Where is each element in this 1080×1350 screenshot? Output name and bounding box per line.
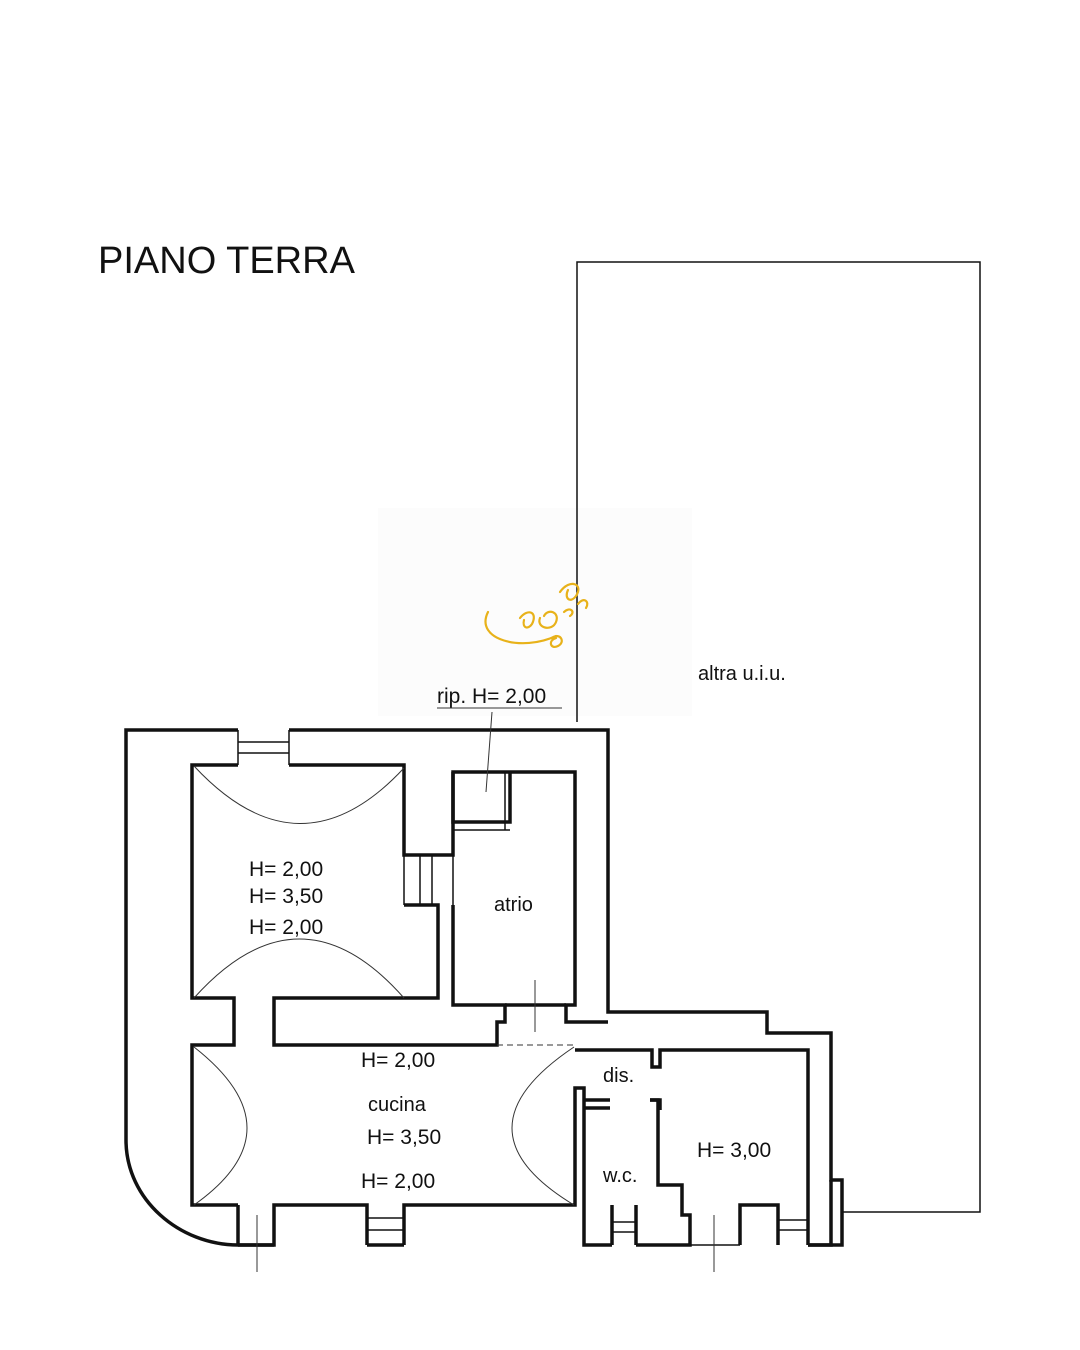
- plan-title: PIANO TERRA: [98, 240, 356, 282]
- annotation-lines: [256, 707, 715, 1272]
- kitchen-top-height: H= 2,00: [361, 1049, 435, 1072]
- neighbor-unit-label: altra u.i.u.: [698, 663, 786, 685]
- right-room-height: H= 3,00: [697, 1139, 771, 1162]
- door-swings: [193, 765, 575, 1206]
- kitchen-mid-height: H= 3,50: [367, 1126, 441, 1149]
- atrium-label: atrio: [494, 894, 533, 916]
- bedroom-height-3: H= 2,00: [249, 916, 323, 939]
- neighbor-unit-outline: [576, 261, 981, 1213]
- wc-label: w.c.: [602, 1165, 637, 1187]
- kitchen-label: cucina: [368, 1094, 427, 1116]
- bedroom-height-2: H= 3,50: [249, 885, 323, 908]
- internal-walls: [272, 771, 833, 1247]
- kitchen-bottom-height: H= 2,00: [361, 1170, 435, 1193]
- scan-patch: [378, 508, 692, 716]
- storage-label: rip. H= 2,00: [437, 685, 546, 708]
- signature-mark: [484, 582, 589, 648]
- bedroom-height-1: H= 2,00: [249, 858, 323, 881]
- outer-walls: [124, 728, 844, 1247]
- corridor-label: dis.: [603, 1065, 634, 1087]
